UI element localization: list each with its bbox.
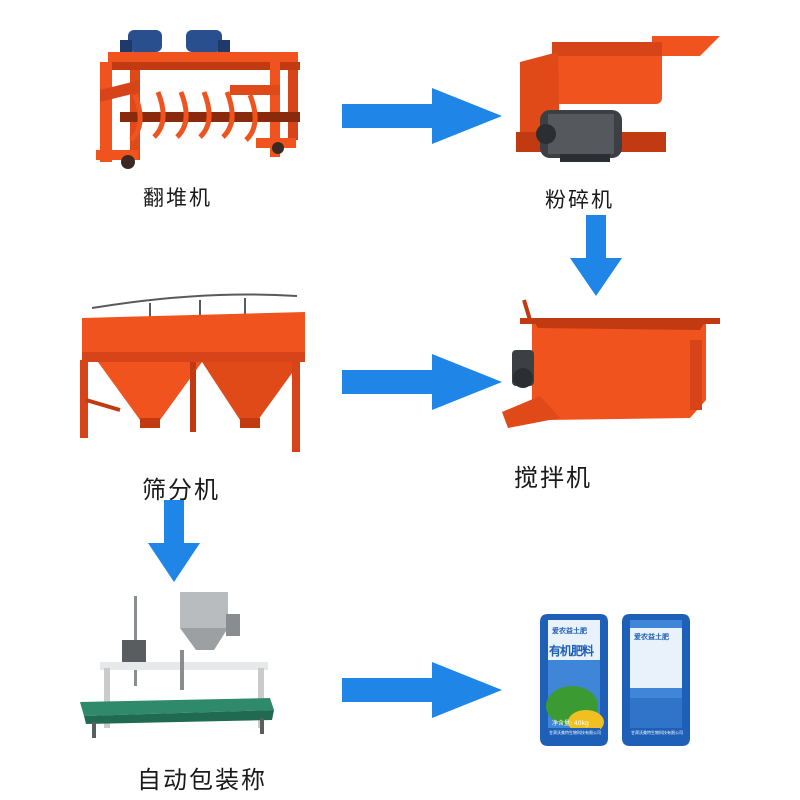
bag-title: 有机肥料 bbox=[549, 644, 594, 658]
bag-weight: 净含量: 40kg bbox=[552, 720, 589, 727]
arrow-screener-to-mixer bbox=[342, 354, 502, 410]
mixer-label: 搅拌机 bbox=[514, 464, 592, 492]
packing-scale-image bbox=[80, 592, 274, 738]
arrow-turner-to-crusher bbox=[342, 88, 502, 144]
crusher-image bbox=[516, 36, 720, 162]
screener-label: 筛分机 bbox=[142, 476, 220, 504]
bag2-maker: 甘肃沃美特生物科技有限公司 bbox=[631, 730, 683, 735]
bag2-brand: 爱农益土肥 bbox=[634, 633, 669, 641]
crusher-label: 粉碎机 bbox=[545, 188, 614, 212]
bag-brand: 爱农益土肥 bbox=[552, 627, 587, 635]
drum-screener-image bbox=[80, 293, 305, 452]
turner-label: 翻堆机 bbox=[143, 186, 212, 210]
bag-maker: 甘肃沃美特生物科技有限公司 bbox=[549, 730, 601, 735]
arrow-screener-to-packer bbox=[148, 500, 200, 582]
compost-turner-image bbox=[96, 30, 300, 169]
packer-label: 自动包装称 bbox=[137, 766, 267, 794]
arrow-packer-to-product bbox=[342, 662, 502, 718]
mixer-image bbox=[502, 299, 720, 428]
fertilizer-bags-image bbox=[540, 614, 690, 746]
arrow-crusher-to-mixer bbox=[570, 215, 622, 296]
